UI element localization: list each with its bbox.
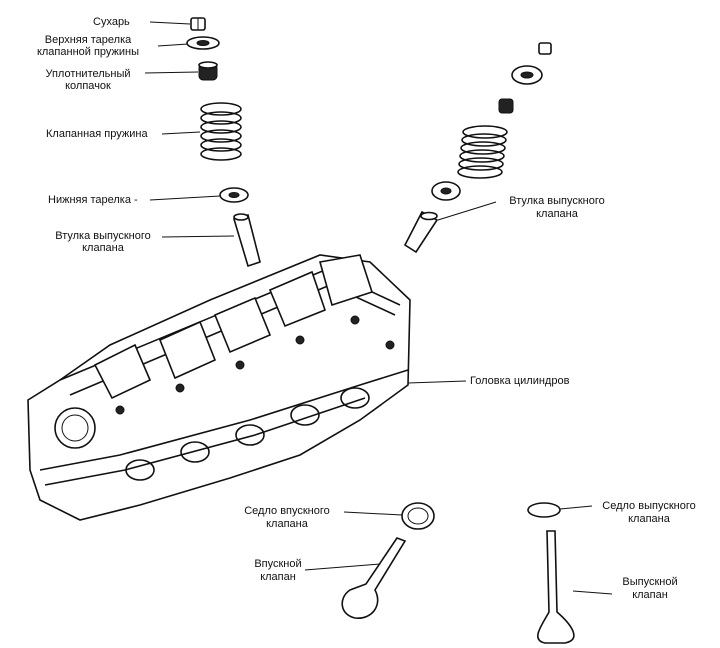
left-valve-guide-part xyxy=(233,213,261,268)
right-seal-part xyxy=(498,98,514,114)
right-upper-retainer-part xyxy=(511,65,543,85)
valve-spring-part xyxy=(200,102,242,161)
cylinder-head-part xyxy=(27,254,411,521)
valve-spring-label: Клапанная пружина xyxy=(46,128,148,140)
valve-seal-label-line1: Уплотнительный xyxy=(45,68,131,80)
valve-seal-label-line2: колпачок xyxy=(65,80,111,92)
valve-seal-part xyxy=(198,61,218,81)
upper-retainer-label-line1: Верхняя тарелка xyxy=(44,34,132,46)
intake-valve-part xyxy=(341,537,407,619)
leader-lines xyxy=(144,21,613,595)
exhaust-seat-label-line1: Седло выпускного xyxy=(602,500,696,512)
keeper-label: Сухарь xyxy=(93,16,130,28)
right-guide-label-line2: клапана xyxy=(536,208,578,220)
exhaust-seat-part xyxy=(527,502,561,518)
upper-retainer-part xyxy=(186,36,220,50)
cylinder-head-label: Головка цилиндров xyxy=(470,375,570,387)
exhaust-valve-label-line2: клапан xyxy=(632,589,668,601)
left-guide-label-line1: Втулка выпускного xyxy=(55,230,151,242)
right-valve-guide-part xyxy=(403,210,439,254)
right-guide-label-line1: Втулка выпускного xyxy=(509,195,605,207)
exhaust-valve-part xyxy=(537,530,575,644)
keeper-part xyxy=(190,17,206,31)
right-lower-seat-part xyxy=(431,181,461,201)
lower-seat-label: Нижняя тарелка - xyxy=(48,194,138,206)
right-keeper-part xyxy=(538,42,552,55)
intake-seat-label-line1: Седло впускного xyxy=(244,505,330,517)
intake-seat-label-line2: клапана xyxy=(266,518,308,530)
intake-valve-label-line2: клапан xyxy=(260,571,296,583)
upper-retainer-label-line2: клапанной пружины xyxy=(36,46,140,58)
lower-seat-part xyxy=(219,187,249,203)
exhaust-valve-label-line1: Выпускной xyxy=(622,576,678,588)
intake-seat-part xyxy=(401,502,435,530)
exhaust-seat-label-line2: клапана xyxy=(628,513,670,525)
intake-valve-label-line1: Впускной xyxy=(254,558,302,570)
right-spring-part xyxy=(457,125,508,179)
left-guide-label-line2: клапана xyxy=(82,242,124,254)
